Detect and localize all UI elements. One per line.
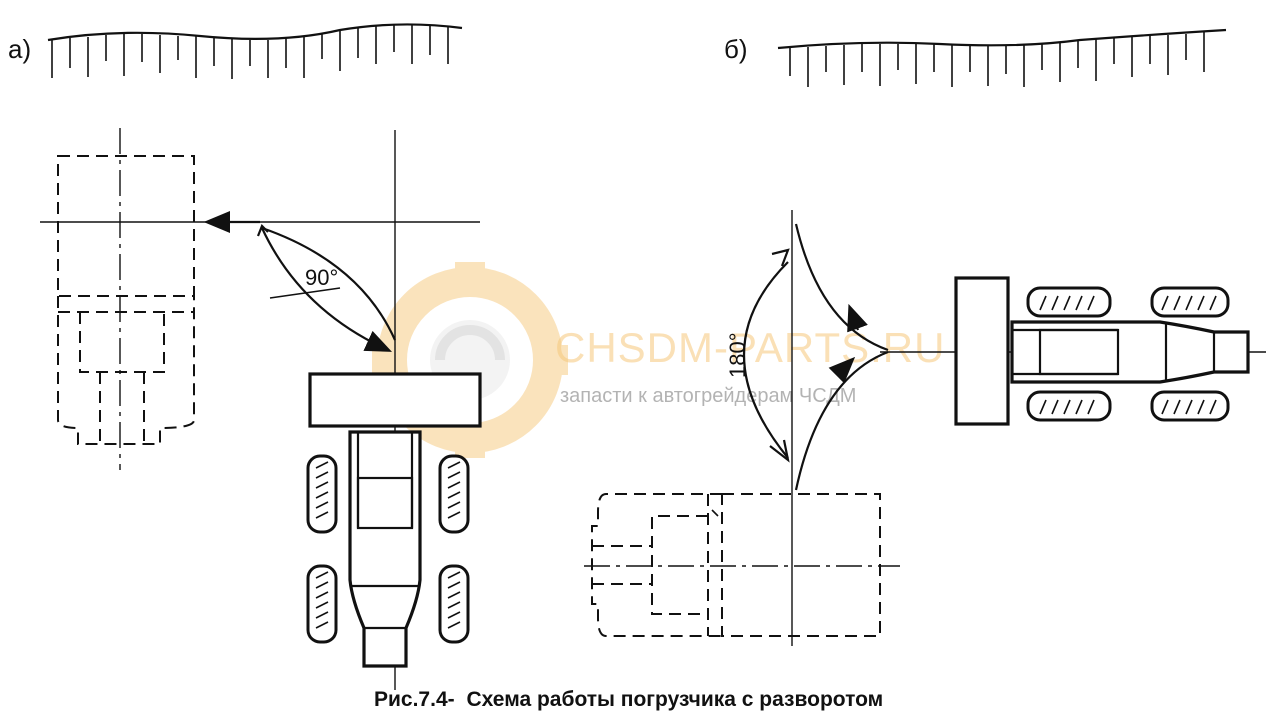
- panel-b-tire-front-top: [1026, 286, 1112, 318]
- panel-a-angle-label: 90°: [305, 265, 338, 290]
- panel-b-turn-arc-lower: [794, 350, 889, 491]
- panel-a-tire-front-left: [306, 454, 338, 534]
- panel-b-tire-rear-bottom: [1150, 390, 1230, 422]
- panel-b-label: б): [724, 34, 748, 64]
- bucket: [954, 276, 1010, 426]
- panel-b-angle-label: 180°: [725, 332, 750, 378]
- panel-a-tire-rear-right: [438, 564, 470, 644]
- panel-a: а) 90°: [8, 23, 482, 690]
- panel-b-angle-arc: [742, 261, 789, 459]
- panel-b: б) 180°: [584, 28, 1266, 646]
- watermark: CHSDM-PARTS.RU запасти к автогрейдерам Ч…: [372, 262, 945, 458]
- figure-number: Рис.7.4-: [374, 688, 455, 711]
- panel-a-ghost-loader: [57, 128, 195, 470]
- panel-a-label: а): [8, 34, 31, 64]
- panel-b-turn-arc-upper: [794, 223, 889, 352]
- watermark-tagline: запасти к автогрейдерам ЧСДМ: [560, 385, 856, 407]
- panel-b-ghost-loader: [584, 493, 900, 637]
- panel-b-ground-profile: [777, 28, 1227, 87]
- panel-b-tire-rear-top: [1150, 286, 1230, 318]
- watermark-gear-icon: [372, 262, 568, 458]
- panel-b-loader: [954, 276, 1250, 426]
- panel-b-tire-front-bottom: [1026, 390, 1112, 422]
- panel-a-loader: [306, 372, 482, 668]
- watermark-brand: CHSDM-PARTS.RU: [555, 324, 945, 371]
- bucket: [308, 372, 482, 428]
- panel-a-tire-rear-left: [306, 564, 338, 644]
- figure-title: Схема работы погрузчика с разворотом: [466, 688, 883, 711]
- figure-caption: Рис.7.4- Схема работы погрузчика с разво…: [374, 688, 883, 711]
- panel-a-ground-profile: [47, 23, 463, 79]
- panel-a-turn-arc: [261, 227, 393, 352]
- panel-a-tire-front-right: [438, 454, 470, 534]
